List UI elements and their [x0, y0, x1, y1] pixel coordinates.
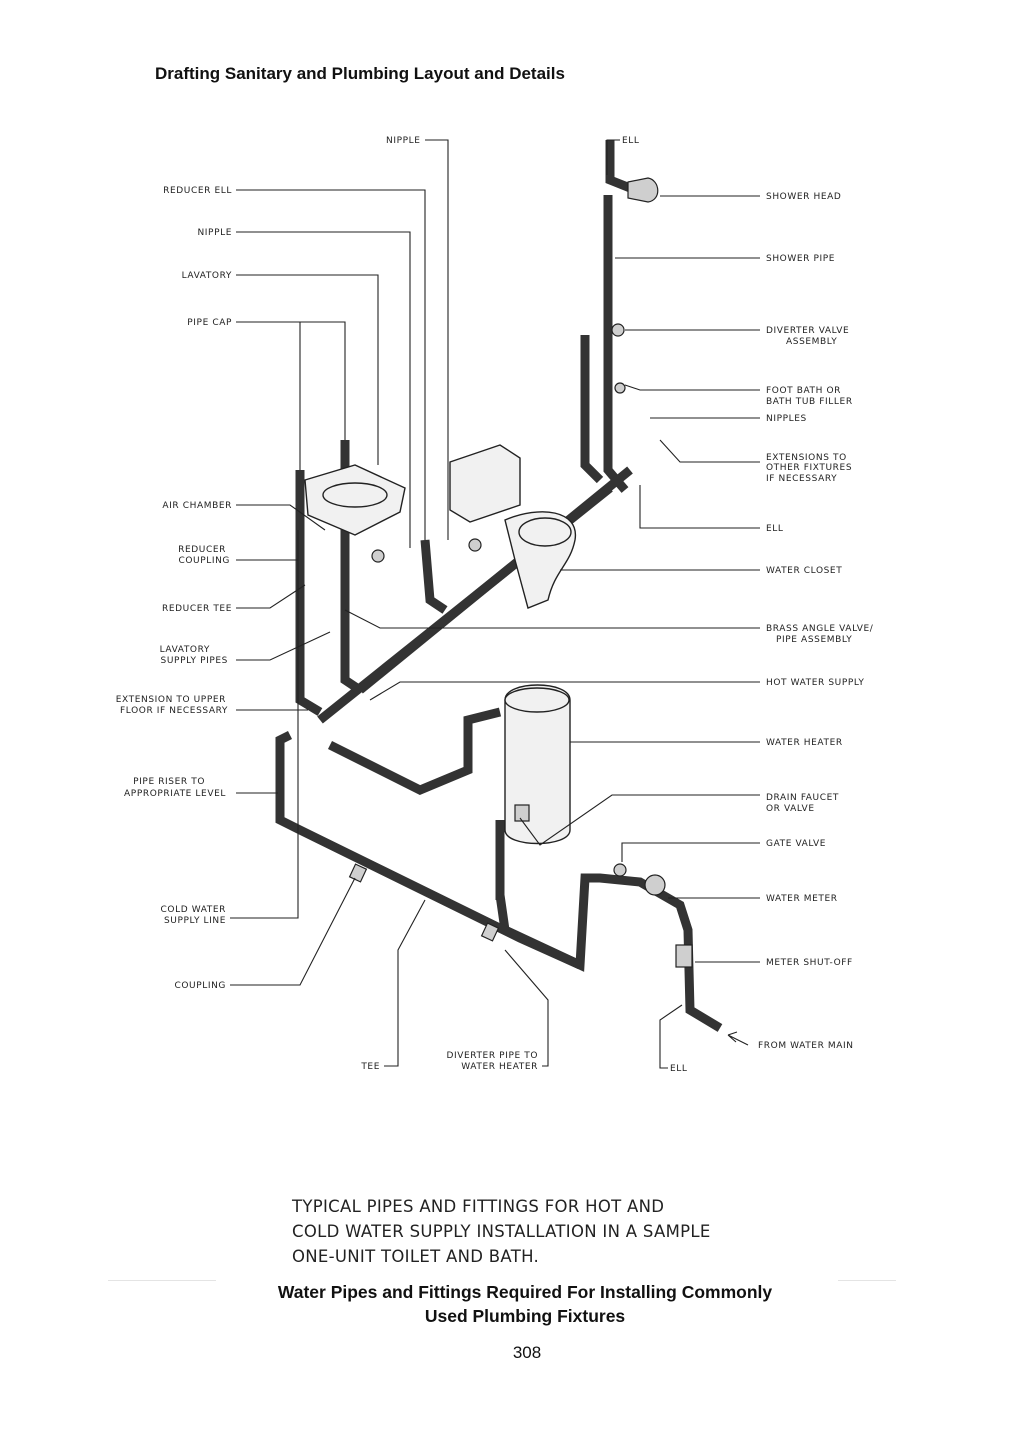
label-tee: TEE: [360, 1062, 380, 1072]
diagram-caption-line: ONE-UNIT TOILET AND BATH.: [292, 1247, 540, 1266]
label-diverter-valve-2: ASSEMBLY: [786, 337, 837, 347]
label-gate-valve: GATE VALVE: [766, 839, 826, 849]
label-diverter-pipe-2: WATER HEATER: [461, 1062, 538, 1072]
meter-shutoff-shape: [675, 944, 693, 968]
page-header: Drafting Sanitary and Plumbing Layout an…: [155, 64, 565, 83]
label-water-meter: WATER METER: [766, 894, 838, 904]
label-coupling: COUPLING: [174, 981, 226, 991]
label-ell-bottom: ELL: [670, 1064, 688, 1074]
label-reducer-tee: REDUCER TEE: [162, 604, 232, 614]
label-reducer-coupling-2: COUPLING: [178, 556, 230, 566]
page-number: 308: [512, 1343, 542, 1362]
label-extensions-1: EXTENSIONS TO: [766, 453, 847, 463]
label-shower-pipe: SHOWER PIPE: [766, 254, 835, 264]
label-extensions-2: OTHER FIXTURES: [766, 463, 852, 473]
label-cold-water-2: SUPPLY LINE: [164, 916, 226, 926]
label-lavatory-supply-1: LAVATORY: [160, 645, 210, 655]
label-ell-top: ELL: [622, 136, 640, 146]
diagram-caption: TYPICAL PIPES AND FITTINGS FOR HOT AND C…: [292, 1194, 711, 1269]
label-diverter-pipe-1: DIVERTER PIPE TO: [446, 1051, 538, 1061]
label-ell-right: ELL: [766, 524, 784, 534]
label-extension-upper-1: EXTENSION TO UPPER: [116, 695, 226, 705]
label-drain-faucet-1: DRAIN FAUCET: [766, 793, 839, 803]
label-pipe-riser-2: APPROPRIATE LEVEL: [124, 789, 226, 799]
label-nipple-left: NIPPLE: [197, 228, 232, 238]
fixtures: [304, 177, 749, 1046]
toilet-tank: [449, 444, 521, 523]
label-cold-water-1: COLD WATER: [161, 905, 226, 915]
shower-head-shape: [627, 177, 659, 203]
diagram-labels: NIPPLE ELL REDUCER ELL NIPPLE LAVATORY P…: [116, 136, 874, 1074]
label-pipe-cap: PIPE CAP: [187, 318, 232, 328]
caption-rule-left: [108, 1280, 216, 1281]
leader-lines: [230, 139, 760, 1069]
label-foot-bath-2: BATH TUB FILLER: [766, 397, 853, 407]
label-hot-water-supply: HOT WATER SUPPLY: [766, 678, 864, 688]
label-lavatory-supply-2: SUPPLY PIPES: [161, 656, 228, 666]
label-reducer-coupling-1: REDUCER: [178, 545, 226, 555]
water-meter-shape: [644, 874, 666, 896]
figure-caption: Water Pipes and Fittings Required For In…: [180, 1280, 870, 1328]
pipe-network: [275, 140, 723, 1032]
label-water-heater: WATER HEATER: [766, 738, 843, 748]
label-foot-bath-1: FOOT BATH OR: [766, 386, 841, 396]
figure-caption-line-2: Used Plumbing Fixtures: [424, 1306, 626, 1326]
label-diverter-valve-1: DIVERTER VALVE: [766, 326, 849, 336]
label-pipe-riser-1: PIPE RISER TO: [133, 777, 205, 787]
label-reducer-ell: REDUCER ELL: [163, 186, 232, 196]
label-brass-valve-1: BRASS ANGLE VALVE/: [766, 624, 874, 634]
label-nipples: NIPPLES: [766, 414, 807, 424]
diagram-caption-line: COLD WATER SUPPLY INSTALLATION IN A SAMP…: [292, 1222, 711, 1241]
label-nipple-top: NIPPLE: [386, 136, 421, 146]
gate-valve-shape: [613, 863, 627, 877]
label-from-water-main: FROM WATER MAIN: [758, 1041, 854, 1051]
label-air-chamber: AIR CHAMBER: [162, 501, 232, 511]
label-brass-valve-2: PIPE ASSEMBLY: [776, 635, 852, 645]
label-extension-upper-2: FLOOR IF NECESSARY: [120, 706, 228, 716]
figure-caption-line-1: Water Pipes and Fittings Required For In…: [277, 1282, 773, 1302]
label-meter-shutoff: METER SHUT-OFF: [766, 958, 853, 968]
label-drain-faucet-2: OR VALVE: [766, 804, 815, 814]
caption-rule-right: [838, 1280, 896, 1281]
label-water-closet: WATER CLOSET: [766, 566, 842, 576]
label-lavatory: LAVATORY: [182, 271, 232, 281]
water-heater-tank: [504, 684, 571, 845]
diagram-caption-line: TYPICAL PIPES AND FITTINGS FOR HOT AND: [292, 1197, 665, 1216]
label-extensions-3: IF NECESSARY: [766, 474, 837, 484]
label-shower-head: SHOWER HEAD: [766, 192, 841, 202]
